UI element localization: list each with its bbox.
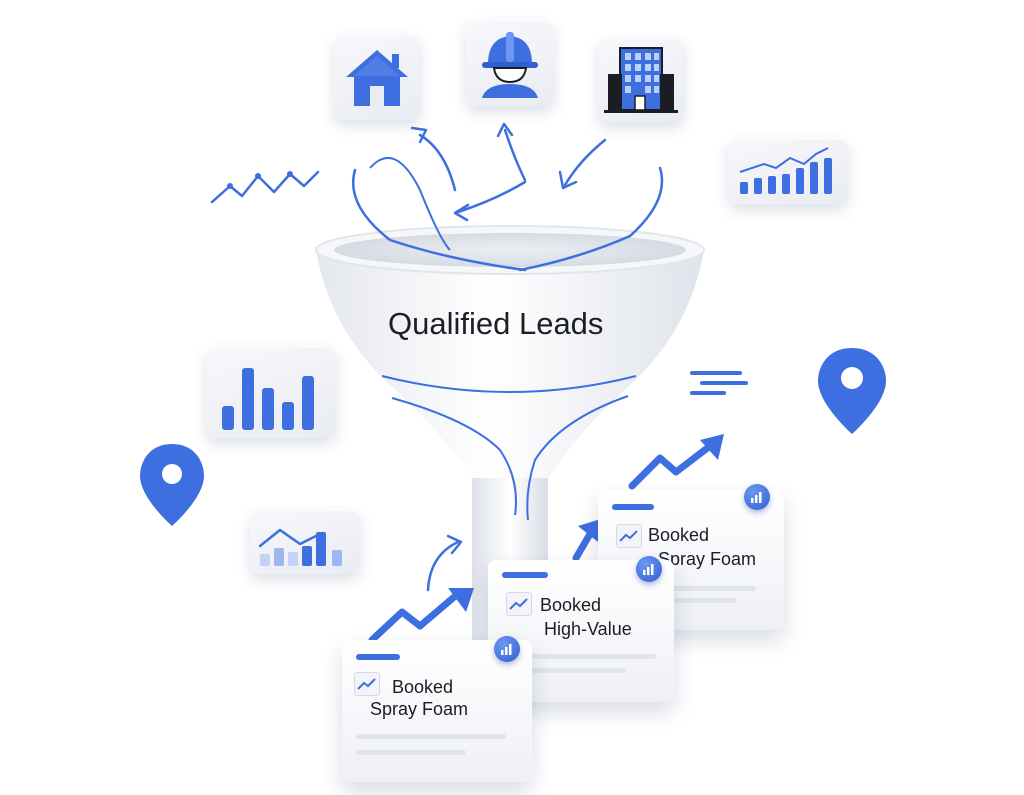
card-header-bar (356, 654, 400, 660)
card-title-line2: Spray Foam (658, 549, 757, 569)
trend-bar-chart-icon (739, 147, 832, 194)
trend-icon (506, 592, 532, 616)
card-header-bar (502, 572, 548, 578)
card-text-placeholder (506, 668, 626, 673)
card-header-bar (612, 504, 654, 510)
analytics-badge-icon (744, 484, 770, 510)
card-title-line2: Spray Foam (370, 699, 469, 719)
funnel-label: Qualified Leads (388, 306, 604, 341)
mini-chart-tile (250, 510, 360, 574)
house-tile (334, 34, 420, 120)
card-title-line1: Booked (540, 595, 602, 615)
card-title-line2: High-Value (544, 619, 632, 639)
trend-chart-tile (728, 138, 848, 204)
trend-icon (616, 524, 642, 548)
card-text-placeholder (356, 734, 506, 739)
office-building-icon (604, 47, 678, 113)
lead-card-1: Booked Spray Foam (342, 636, 532, 782)
bar-chart-tile (206, 346, 336, 438)
bar-chart-icon (222, 368, 314, 430)
trend-icon (354, 672, 380, 696)
funnel-cone (316, 250, 704, 478)
card-text-placeholder (616, 598, 736, 603)
building-tile (598, 38, 684, 122)
card-title-line1: Booked (392, 677, 454, 697)
trend-chart-icon (258, 528, 342, 566)
worker-helmet-icon (482, 32, 538, 98)
analytics-badge-icon (494, 636, 520, 662)
worker-tile (466, 20, 554, 106)
house-icon (346, 50, 408, 106)
map-pin-icon-right (818, 348, 886, 434)
map-pin-icon-left (140, 444, 204, 526)
analytics-badge-icon (636, 556, 662, 582)
card-text-placeholder (506, 654, 656, 659)
card-text-placeholder (356, 750, 466, 755)
card-title-line1: Booked (648, 525, 710, 545)
card-text-placeholder (616, 586, 756, 591)
